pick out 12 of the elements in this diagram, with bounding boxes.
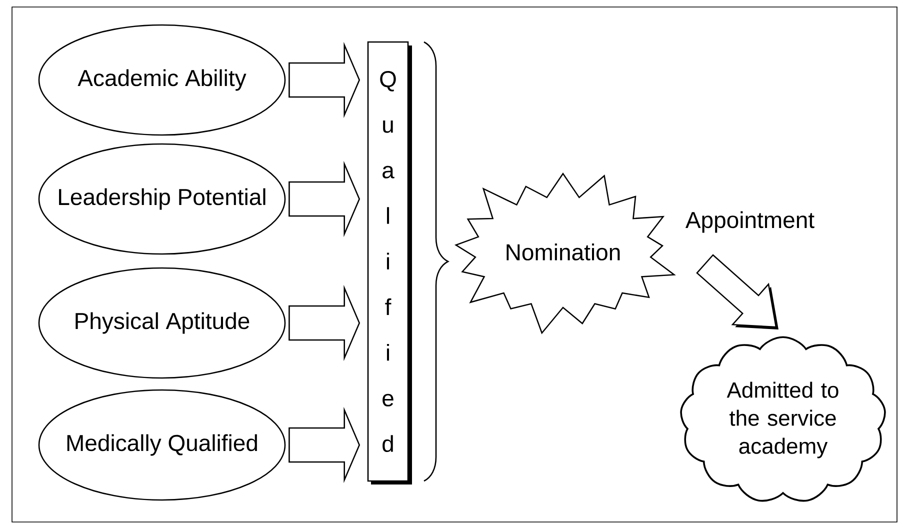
block-arrow (288, 160, 360, 238)
block-arrow (696, 254, 778, 330)
ellipse-node: Medically Qualified (38, 389, 286, 501)
block-arrow (288, 406, 360, 484)
ellipse-node: Physical Aptitude (38, 267, 286, 379)
block-arrow (288, 42, 360, 118)
edge-label: Appointment (685, 211, 814, 233)
ellipse-node: Academic Ability (38, 24, 286, 136)
block-arrow (288, 284, 360, 362)
vertical-bar: Qualified (367, 41, 412, 484)
ellipse-node: Leadership Potential (38, 143, 286, 255)
cloud: Admitted to the service academy (680, 336, 886, 502)
